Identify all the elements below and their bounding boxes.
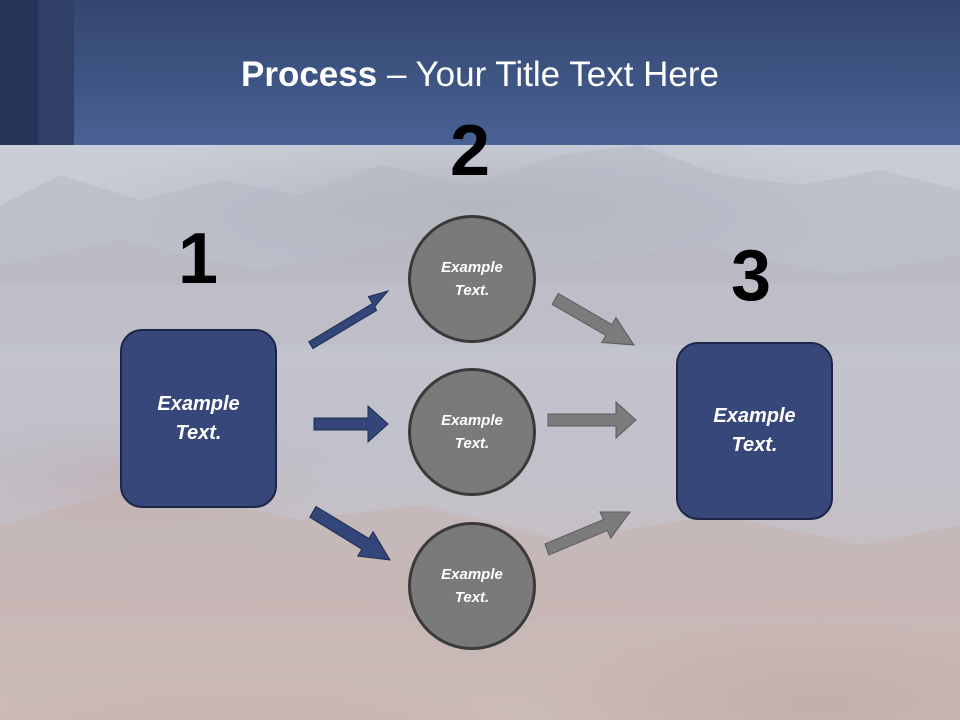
slide-title: Process – Your Title Text Here: [0, 52, 960, 98]
arrow-gray-right: [547, 400, 637, 440]
arrow-blue-up: [308, 290, 390, 350]
circle-text-line: Text.: [454, 589, 490, 606]
header-accent-strip: [0, 0, 38, 145]
arrow-gray-down: [551, 292, 635, 346]
step-number-2: 2: [450, 111, 491, 191]
step-circle: Example Text.: [408, 368, 536, 496]
title-bold: Process: [241, 55, 378, 94]
header-accent-strip: [38, 0, 74, 145]
step-circle: Example Text.: [408, 522, 536, 650]
box-text-line: Example: [157, 392, 240, 415]
start-box: Example Text.: [120, 329, 277, 508]
title-rest: – Your Title Text Here: [377, 55, 719, 94]
box-text-line: Text.: [731, 434, 778, 456]
header-band: [0, 0, 960, 145]
box-text: Example Text.: [157, 390, 239, 448]
arrow-blue-right: [313, 404, 389, 444]
circle-text: Example Text.: [441, 563, 503, 609]
box-text-line: Text.: [175, 421, 222, 444]
arrow-gray-up: [544, 511, 631, 556]
box-text-line: Example: [713, 405, 796, 427]
circle-text-line: Text.: [454, 435, 490, 452]
circle-text-line: Example: [441, 259, 503, 276]
circle-text-line: Text.: [454, 282, 490, 299]
step-circle: Example Text.: [408, 215, 536, 343]
step-number-3: 3: [731, 236, 772, 316]
circle-text-line: Example: [441, 412, 503, 429]
circle-text-line: Example: [441, 566, 503, 583]
arrow-blue-down: [309, 505, 391, 561]
box-text: Example Text.: [713, 402, 795, 460]
end-box: Example Text.: [676, 342, 833, 520]
circle-text: Example Text.: [441, 409, 503, 455]
circle-text: Example Text.: [441, 256, 503, 302]
step-number-1: 1: [178, 219, 219, 299]
